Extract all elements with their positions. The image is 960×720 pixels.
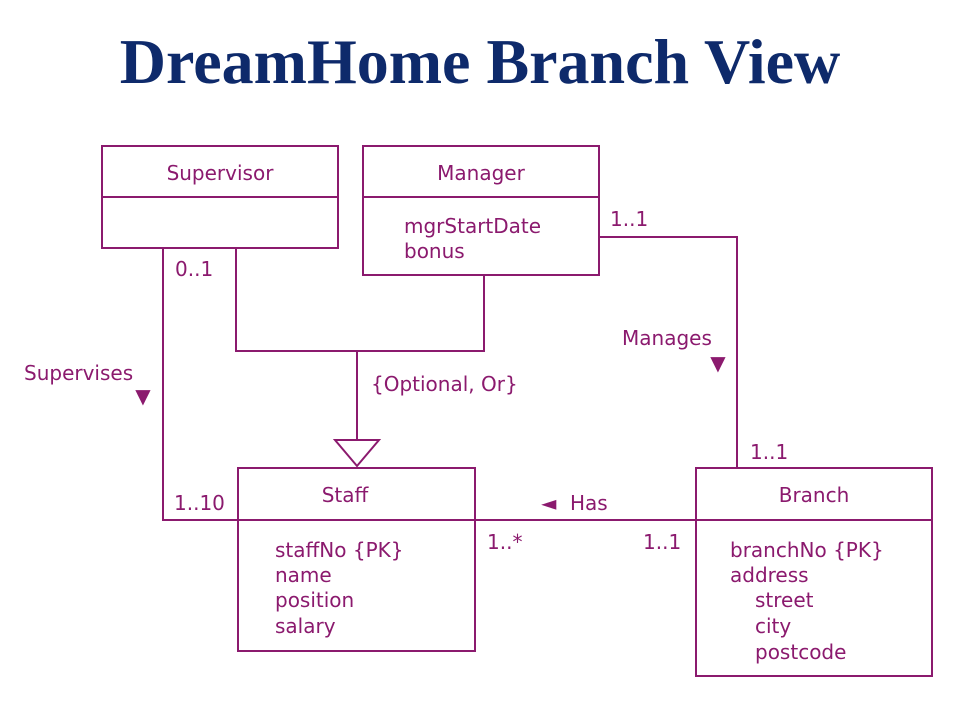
has-multiplicity-staff: 1..* [487,530,522,554]
staff-attribute: salary [275,614,336,638]
staff-attribute: staffNo {PK} [275,538,403,562]
manages-direction-arrow: ▼ [710,351,726,375]
supervisor-class-name: Supervisor [167,161,275,185]
manager-attribute: bonus [404,239,465,263]
manager-attribute: mgrStartDate [404,214,541,238]
branch-box [695,467,933,677]
manages-association-line[interactable] [599,236,738,468]
supervises-multiplicity-supervisor: 0..1 [175,257,213,281]
generalization-constraint: {Optional, Or} [371,372,518,396]
class-manager[interactable] [362,145,600,276]
manages-multiplicity-branch: 1..1 [750,440,788,464]
staff-box [237,467,476,652]
class-branch[interactable] [695,467,933,677]
manager-class-name: Manager [437,161,525,185]
class-supervisor[interactable] [101,145,339,249]
manages-multiplicity-manager: 1..1 [610,207,648,231]
branch-attribute: city [755,614,791,638]
has-label: Has [570,491,608,515]
page-title: DreamHome Branch View [119,26,841,97]
generalization-triangle [332,439,382,468]
has-direction-arrow: ◄ [541,491,557,515]
staff-class-name: Staff [322,483,370,507]
manager-box [362,145,600,276]
branch-attribute: postcode [755,640,846,664]
manages-label: Manages [622,326,712,350]
supervises-direction-arrow: ▼ [135,384,151,408]
generalization-line-manager [357,275,485,352]
branch-class-name: Branch [779,483,850,507]
branch-attribute: branchNo {PK} [730,538,884,562]
branch-attribute: street [755,588,814,612]
staff-attribute: name [275,563,332,587]
supervises-association-line[interactable] [162,248,238,521]
generalization-line-supervisor [235,248,357,352]
branch-attribute: address [730,563,809,587]
supervises-label: Supervises [24,361,133,385]
class-staff[interactable] [237,467,476,652]
staff-attribute: position [275,588,354,612]
supervises-multiplicity-staff: 1..10 [174,491,225,515]
has-multiplicity-branch: 1..1 [643,530,681,554]
